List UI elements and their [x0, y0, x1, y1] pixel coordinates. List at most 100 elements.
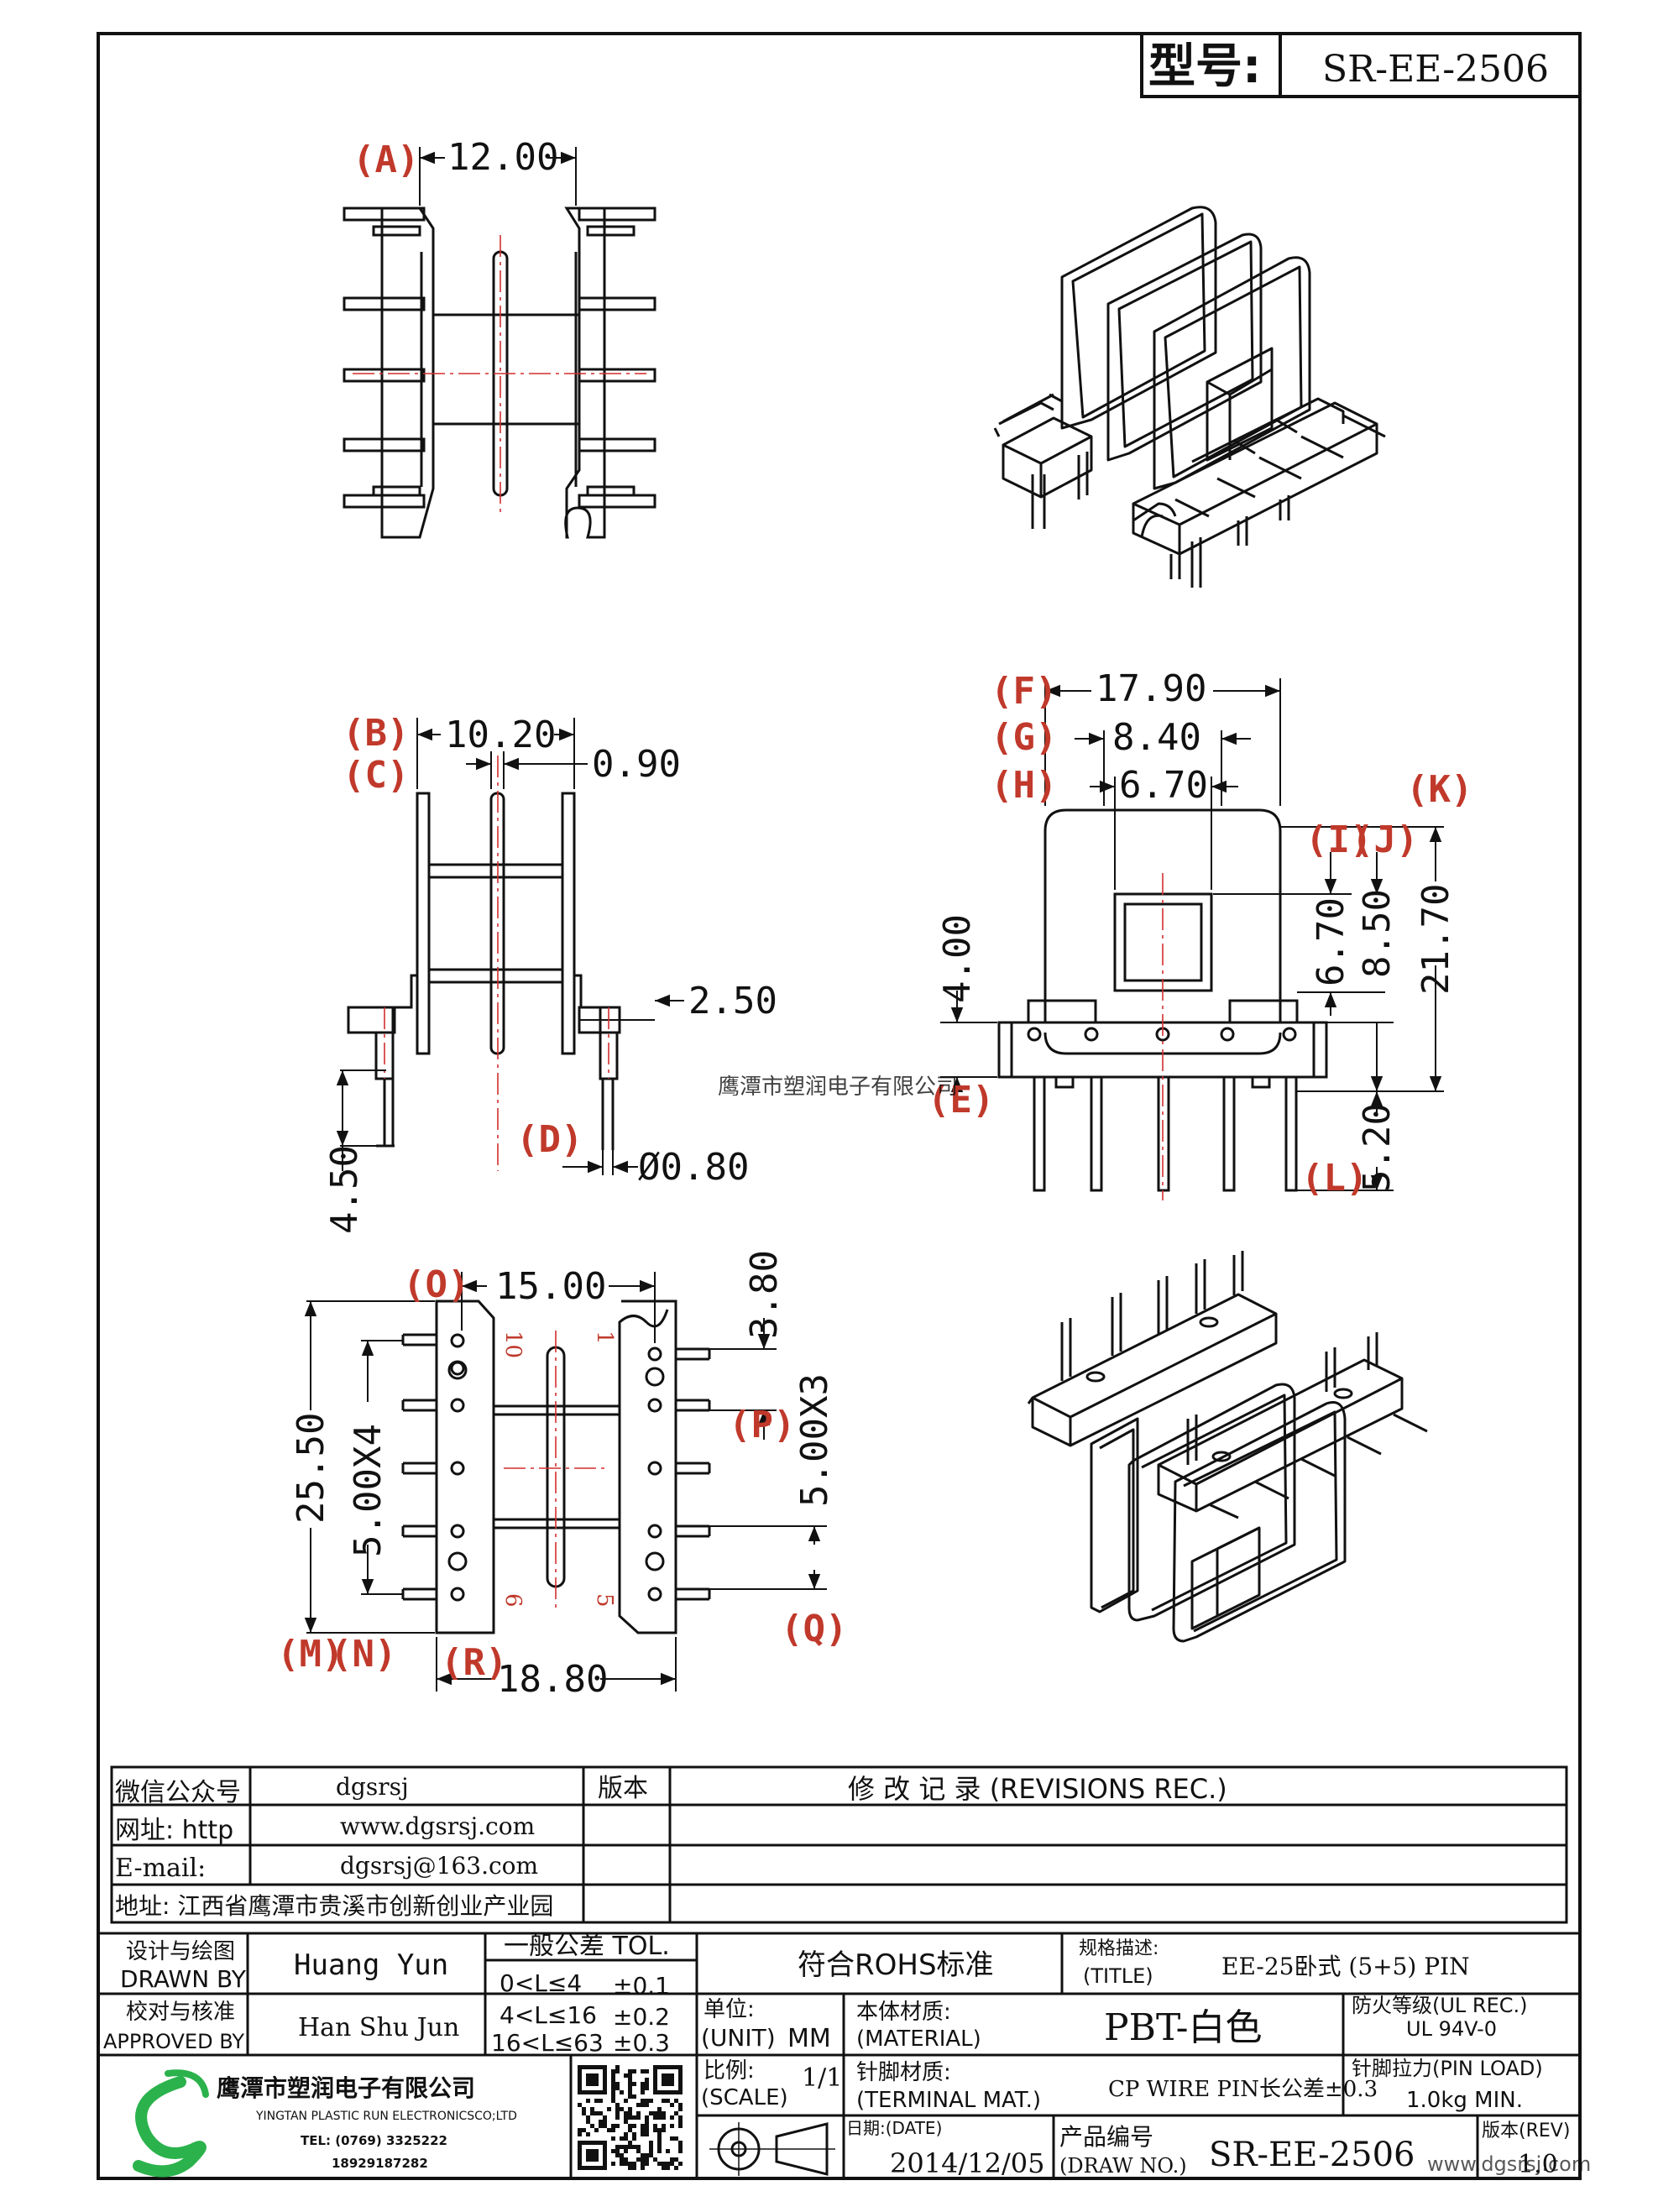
qr-module — [578, 2128, 582, 2132]
front-dimensions — [940, 678, 1444, 1191]
qr-module — [615, 2115, 620, 2120]
dim-l: 5.20 — [1356, 1103, 1399, 1192]
approved-en: APPROVED BY — [103, 2030, 244, 2053]
qr-module — [582, 2111, 586, 2115]
tolerance-value-1: ±0.1 — [613, 1972, 670, 2000]
title-en: (TITLE) — [1083, 1964, 1153, 1988]
rev-label: 版本(REV) — [1482, 2120, 1570, 2141]
ref-h: (H) — [991, 764, 1057, 807]
qr-module — [641, 2086, 645, 2090]
tolerance-range-3: 16<L≤63 — [491, 2029, 604, 2057]
top-dimensions: (A) 12.00 — [353, 136, 577, 206]
pin-label-6: 6 — [500, 1593, 526, 1608]
ref-i: (I) — [1305, 818, 1372, 861]
qr-module — [611, 2099, 615, 2103]
ref-o: (O) — [403, 1263, 469, 1306]
qr-module — [590, 2107, 594, 2111]
ref-b: (B) — [343, 712, 409, 755]
unit-value: MM — [787, 2024, 831, 2053]
qr-module — [653, 2111, 657, 2115]
rev-value: 1.0 — [1518, 2150, 1558, 2179]
qr-module — [678, 2115, 683, 2120]
qr-code — [578, 2065, 683, 2170]
qr-module — [624, 2073, 628, 2078]
qr-module — [645, 2099, 649, 2103]
site-watermark: www.dgsrsj.com — [1427, 2152, 1591, 2176]
qr-module — [632, 2136, 636, 2141]
qr-module — [636, 2111, 641, 2115]
qr-module — [624, 2115, 628, 2120]
web-label: 网址: http — [115, 1816, 233, 1845]
qr-module — [649, 2099, 653, 2103]
qr-module — [632, 2094, 636, 2099]
qr-module — [611, 2078, 615, 2082]
top-view — [343, 207, 656, 539]
qr-module — [649, 2149, 653, 2153]
dim-e: 4.00 — [936, 914, 979, 1003]
material-en: (MATERIAL) — [856, 2026, 981, 2052]
dim-o: 15.00 — [495, 1265, 606, 1308]
dim-flange: 2.50 — [688, 980, 777, 1022]
qr-module — [628, 2073, 632, 2078]
qr-module — [641, 2162, 645, 2166]
web-value: www.dgsrsj.com — [340, 1812, 535, 1840]
qr-module — [620, 2145, 624, 2149]
qr-module — [628, 2162, 632, 2166]
company-tel: TEL: (0769) 3325222 — [301, 2133, 447, 2148]
qr-module — [662, 2128, 666, 2132]
qr-module — [678, 2120, 683, 2124]
qr-module — [628, 2078, 632, 2082]
qr-module — [628, 2111, 632, 2115]
pinload-value: 1.0kg MIN. — [1406, 2088, 1523, 2113]
qr-module — [615, 2145, 620, 2149]
drawn-value: Huang Yun — [294, 1948, 448, 1982]
qr-module — [599, 2124, 603, 2128]
qr-module — [628, 2145, 632, 2149]
qr-module — [615, 2107, 620, 2111]
qr-module — [662, 2162, 666, 2166]
qr-module — [620, 2153, 624, 2157]
tolerance-range-2: 4<L≤16 — [500, 2001, 597, 2029]
qr-module — [624, 2136, 628, 2141]
qr-module — [620, 2157, 624, 2162]
version-label: 版本 — [598, 1774, 648, 1803]
qr-module — [670, 2103, 674, 2107]
approved-cn: 校对与核准 — [126, 2000, 235, 2025]
dim-h: 6.70 — [1119, 764, 1208, 807]
ref-n: (N) — [330, 1633, 396, 1676]
qr-module — [641, 2124, 645, 2128]
qr-module — [674, 2111, 678, 2115]
qr-module — [632, 2132, 636, 2136]
ref-f: (F) — [991, 670, 1057, 713]
qr-module — [611, 2136, 615, 2141]
qr-module — [653, 2115, 657, 2120]
qr-module — [657, 2149, 662, 2153]
ref-m: (M) — [277, 1633, 343, 1676]
qr-module — [615, 2086, 620, 2090]
drawno-cn: 产品编号 — [1059, 2123, 1153, 2151]
qr-module — [611, 2069, 615, 2073]
projection-symbol — [709, 2122, 835, 2176]
qr-module — [620, 2090, 624, 2094]
pinload-cn: 针脚拉力(PIN LOAD) — [1352, 2057, 1543, 2080]
dim-a: 12.00 — [447, 136, 558, 179]
qr-module — [678, 2141, 683, 2145]
qr-module — [645, 2128, 649, 2132]
qr-module — [582, 2107, 586, 2111]
pin-label-5: 5 — [592, 1593, 617, 1608]
wechat-label: 微信公众号 — [115, 1778, 241, 1807]
side-view — [347, 792, 655, 1150]
qr-module — [607, 2107, 611, 2111]
qr-module — [628, 2086, 632, 2090]
drawno-value: SR-EE-2506 — [1209, 2136, 1415, 2174]
qr-module — [645, 2157, 649, 2162]
qr-module — [645, 2162, 649, 2166]
qr-module — [678, 2107, 683, 2111]
qr-module — [636, 2115, 641, 2120]
ref-g: (G) — [991, 716, 1057, 759]
qr-module — [586, 2132, 590, 2136]
qr-module — [645, 2103, 649, 2107]
qr-module — [599, 2120, 603, 2124]
qr-module — [611, 2082, 615, 2086]
qr-module — [649, 2111, 653, 2115]
